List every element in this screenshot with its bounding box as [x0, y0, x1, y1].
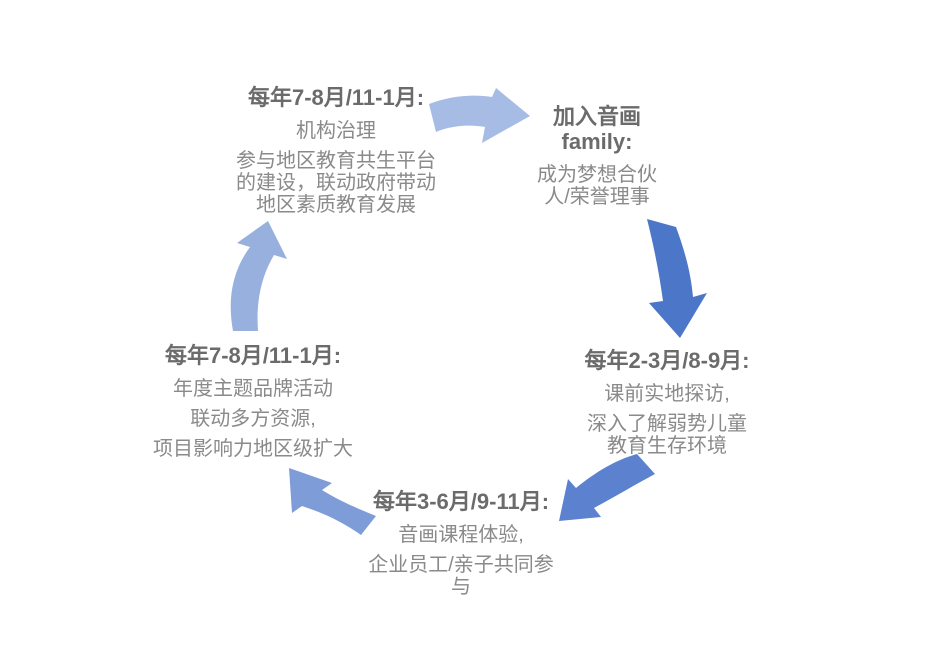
- step-paragraph: 年度主题品牌活动: [138, 378, 368, 400]
- step-line: 与: [451, 576, 471, 598]
- step-header: 加入音画 family:: [522, 104, 672, 154]
- step-header-line: 加入音画: [552, 104, 641, 129]
- step-line: 地区素质教育发展: [256, 194, 416, 216]
- arrow-bottom-right-icon: [559, 454, 655, 521]
- step-paragraph: 深入了解弱势儿童 教育生存环境: [562, 413, 772, 457]
- arrow-top-icon: [429, 88, 530, 143]
- step-line: 课前实地探访,: [604, 383, 730, 405]
- step-paragraph: 课前实地探访,: [562, 383, 772, 405]
- step-paragraph: 项目影响力地区级扩大: [138, 438, 368, 460]
- step-line: 机构治理: [296, 120, 376, 142]
- step-line: 人/荣誉理事: [544, 186, 650, 208]
- step-header-line: 每年7-8月/11-1月:: [164, 343, 342, 368]
- arrow-bottom-left-icon: [289, 468, 376, 535]
- step-line: 的建设，联动政府带动: [236, 172, 436, 194]
- arrow-right-icon: [647, 219, 707, 338]
- step-paragraph: 音画课程体验,: [346, 524, 576, 546]
- step-line: 联动多方资源,: [190, 408, 316, 430]
- step-line: 教育生存环境: [607, 435, 727, 457]
- step-header: 每年7-8月/11-1月:: [138, 343, 368, 368]
- step-governance: 每年7-8月/11-1月: 机构治理 参与地区教育共生平台 的建设，联动政府带动…: [226, 85, 446, 216]
- step-paragraph: 参与地区教育共生平台 的建设，联动政府带动 地区素质教育发展: [226, 150, 446, 216]
- arrow-left-icon: [230, 221, 287, 331]
- step-line: 年度主题品牌活动: [173, 378, 333, 400]
- step-header-line: 每年7-8月/11-1月:: [247, 85, 425, 110]
- step-join-family: 加入音画 family: 成为梦想合伙 人/荣誉理事: [522, 104, 672, 208]
- step-line: 项目影响力地区级扩大: [153, 438, 353, 460]
- step-header: 每年7-8月/11-1月:: [226, 85, 446, 110]
- step-header: 每年2-3月/8-9月:: [562, 348, 772, 373]
- step-course-experience: 每年3-6月/9-11月: 音画课程体验, 企业员工/亲子共同参 与: [346, 489, 576, 598]
- step-header-line: family:: [561, 129, 633, 154]
- step-field-visit: 每年2-3月/8-9月: 课前实地探访, 深入了解弱势儿童 教育生存环境: [562, 348, 772, 457]
- step-paragraph: 机构治理: [226, 120, 446, 142]
- step-paragraph: 成为梦想合伙 人/荣誉理事: [522, 164, 672, 208]
- step-header-line: 每年2-3月/8-9月:: [584, 348, 750, 373]
- step-header: 每年3-6月/9-11月:: [346, 489, 576, 514]
- step-paragraph: 企业员工/亲子共同参 与: [346, 554, 576, 598]
- step-line: 深入了解弱势儿童: [587, 413, 747, 435]
- step-header-line: 每年3-6月/9-11月:: [372, 489, 550, 514]
- step-line: 音画课程体验,: [398, 524, 524, 546]
- step-paragraph: 联动多方资源,: [138, 408, 368, 430]
- step-line: 成为梦想合伙: [537, 164, 657, 186]
- step-line: 参与地区教育共生平台: [236, 150, 436, 172]
- step-brand-activity: 每年7-8月/11-1月: 年度主题品牌活动 联动多方资源, 项目影响力地区级扩…: [138, 343, 368, 460]
- step-line: 企业员工/亲子共同参: [368, 554, 554, 576]
